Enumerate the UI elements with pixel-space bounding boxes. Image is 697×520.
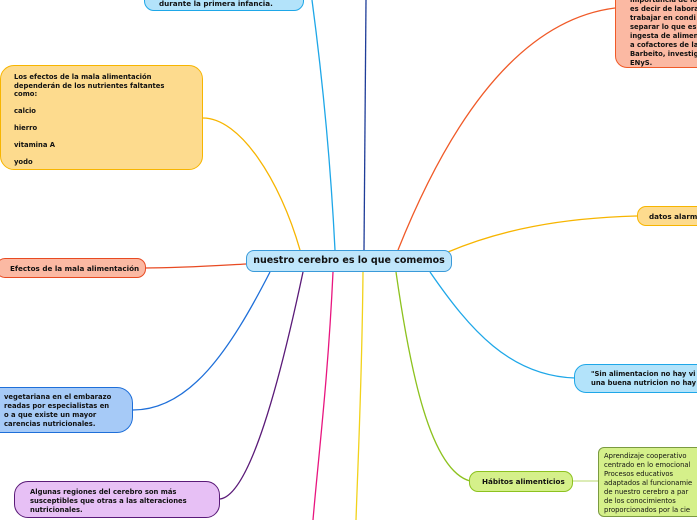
connector-efectos <box>144 263 247 269</box>
connector-infancia <box>311 0 336 251</box>
node-habitos[interactable]: Hábitos alimenticios <box>469 471 573 492</box>
connector-pink-down <box>312 271 334 520</box>
node-efectos[interactable]: Efectos de la mala alimentación <box>0 258 146 278</box>
node-sin-alimentacion[interactable]: "Sin alimentacion no hay vi una buena nu… <box>574 364 697 393</box>
connector-regiones <box>219 271 304 500</box>
node-datos[interactable]: datos alarma <box>637 206 697 226</box>
node-aprendizaje[interactable]: Aprendizaje cooperativo centrado en lo e… <box>598 447 697 517</box>
node-infancia[interactable]: durante la primera infancia. <box>144 0 304 11</box>
connector-vegetariana <box>132 271 271 411</box>
node-vegetariana[interactable]: vegetariana en el embarazo readas por es… <box>0 387 133 433</box>
connector-habitos <box>395 271 471 482</box>
connector-sin-alimentacion <box>429 271 576 379</box>
node-importancia[interactable]: importancia de lo es decir de labora tra… <box>615 0 697 68</box>
connector-navy <box>363 0 367 251</box>
node-regiones[interactable]: Algunas regiones del cerebro son más sus… <box>14 481 220 518</box>
connector-yellow-down <box>355 271 364 520</box>
connector-datos <box>447 215 638 253</box>
connector-importancia <box>397 7 616 251</box>
central-topic[interactable]: nuestro cerebro es lo que comemos <box>246 250 452 272</box>
connector-efectos-detalle <box>202 117 301 251</box>
node-efectos-detalle[interactable]: Los efectos de la mala alimentación depe… <box>0 65 203 170</box>
